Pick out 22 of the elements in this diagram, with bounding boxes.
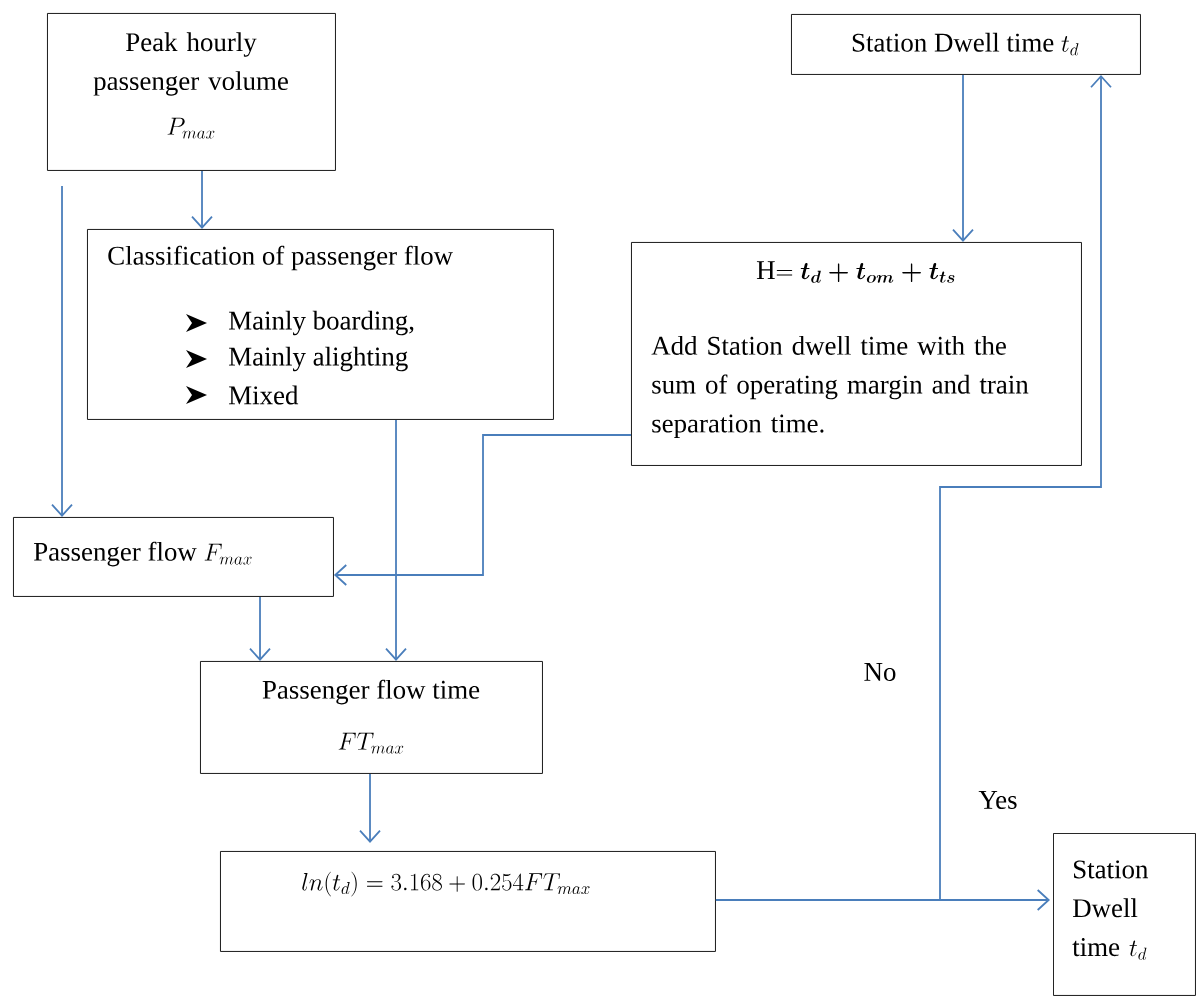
process-box: Passenger flow $F_{max}$ <box>13 517 334 597</box>
process-box: Station Dwell time $t_d$ <box>1053 833 1196 996</box>
arrow <box>715 74 1112 901</box>
node-label: Mainly alighting <box>228 346 408 372</box>
process-box: Peak hourly passenger volume $P_{max}$ <box>47 13 336 171</box>
process-box: $\mathrm{H}{=}\ \boldsymbol{t_d+t_{om}+t_{ts}}$ Add Station dwell time with the sum of operating margin and train separation time. <box>631 242 1082 466</box>
process-box: Station Dwell time $t_d$ <box>791 14 1141 75</box>
node-label: Mainly boarding, <box>228 310 414 336</box>
arrow <box>952 74 974 242</box>
arrow <box>359 773 381 843</box>
arrow <box>333 434 632 586</box>
arrow <box>385 419 407 661</box>
process-box: Classification of passenger flow Mainly boarding, Mainly alighting Mixed <box>87 229 554 420</box>
arrow <box>51 185 73 517</box>
edge-label: No <box>861 661 899 683</box>
process-box: Passenger flow time $FT_{max}$ <box>200 661 543 774</box>
arrow <box>191 170 213 229</box>
node-label: Classification of passenger flow <box>108 245 453 271</box>
node-label: Mixed <box>228 385 299 405</box>
arrow <box>249 596 271 661</box>
process-box: $ln(t_d)=3.168+0.254FT_{max}$ <box>220 851 716 952</box>
edge-label: Yes <box>976 789 1020 811</box>
